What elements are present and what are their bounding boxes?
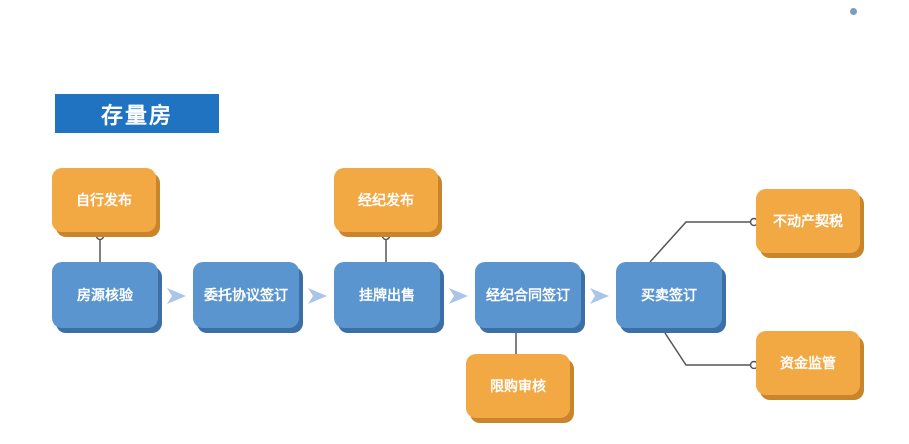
connector-line xyxy=(664,332,752,366)
self-publish-node: 自行发布 xyxy=(52,168,156,232)
flow-arrow-icon xyxy=(167,288,186,304)
agent-publish-node: 经纪发布 xyxy=(334,168,438,232)
purchase-review-node: 限购审核 xyxy=(466,354,570,418)
step-listing: 挂牌出售 xyxy=(334,262,440,328)
connector-line xyxy=(649,221,752,263)
step-brokerage-contract: 经纪合同签订 xyxy=(475,262,581,328)
connector-dot xyxy=(95,231,105,241)
step-sale-signing: 买卖签订 xyxy=(616,262,722,328)
page-title: 存量房 xyxy=(55,94,219,133)
flow-arrow-icon xyxy=(590,288,609,304)
decorative-dot xyxy=(850,8,857,15)
fund-supervision-node: 资金监管 xyxy=(756,331,860,395)
flow-arrow-icon xyxy=(449,288,468,304)
connector-dot xyxy=(381,231,391,241)
property-tax-node: 不动产契税 xyxy=(756,189,860,253)
flow-arrow-icon xyxy=(308,288,327,304)
step-property-verification: 房源核验 xyxy=(52,262,158,328)
step-commission-agreement: 委托协议签订 xyxy=(193,262,299,328)
